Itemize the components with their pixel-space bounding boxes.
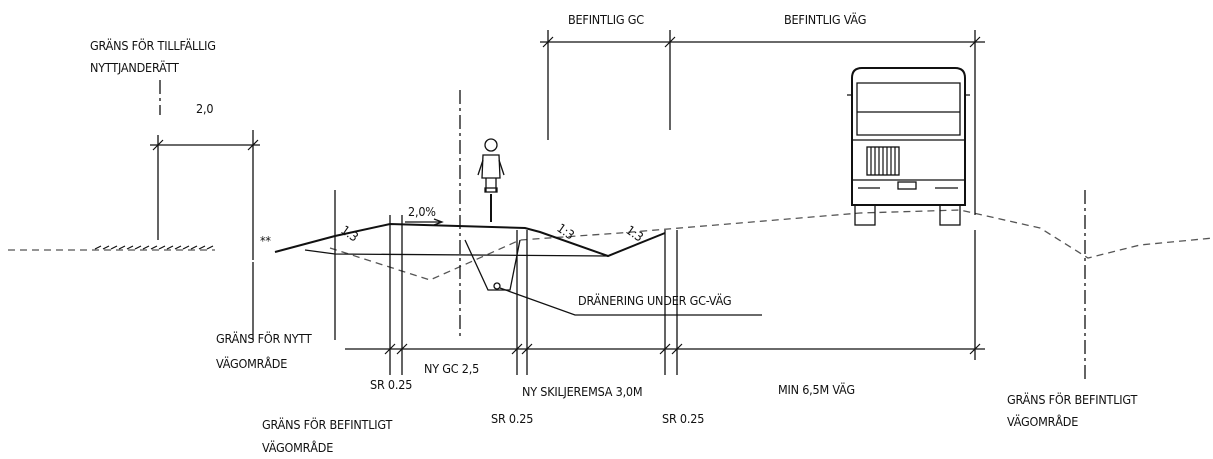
- label-double-star: **: [260, 233, 271, 248]
- label-grans-befintligt-1: GRÄNS FÖR BEFINTLIGT: [262, 416, 392, 432]
- dimension-bottom: [345, 343, 985, 355]
- bus-icon: [847, 67, 970, 226]
- cyclist-icon: [477, 138, 505, 222]
- label-befintlig-vag: BEFINTLIG VÄG: [784, 12, 866, 27]
- label-grans-befintligt-right-1: GRÄNS FÖR BEFINTLIGT: [1007, 391, 1137, 407]
- label-dim-2-0: 2,0: [196, 101, 213, 116]
- boundary-lines: [159, 80, 1086, 380]
- label-ny-gc: NY GC 2,5: [424, 361, 479, 376]
- label-grans-nytt-2: VÄGOMRÅDE: [216, 356, 287, 371]
- label-grans-nytt-1: GRÄNS FÖR NYTT: [216, 330, 312, 346]
- grade-arrow: [405, 218, 444, 226]
- dimension-befintlig: [540, 36, 985, 48]
- label-grans-befintligt-2: VÄGOMRÅDE: [262, 440, 333, 455]
- label-grans-befintligt-right-2: VÄGOMRÅDE: [1007, 414, 1078, 429]
- label-befintlig-gc: BEFINTLIG GC: [568, 12, 644, 27]
- dimension-2-0: [150, 139, 260, 151]
- label-grans-tillfallig-1: GRÄNS FÖR TILLFÄLLIG: [90, 37, 216, 53]
- label-grans-tillfallig-2: NYTTJANDERÄTT: [90, 60, 179, 75]
- label-sr-left: SR 0.25: [370, 377, 412, 392]
- extension-lines: [157, 30, 976, 375]
- label-sr-mid: SR 0.25: [491, 411, 533, 426]
- drainage-trench: [464, 239, 762, 316]
- label-grade: 2,0%: [408, 204, 436, 219]
- existing-ground-line: [8, 209, 1213, 281]
- label-min-vag: MIN 6,5M VÄG: [778, 382, 855, 397]
- label-ny-skiljeremsa: NY SKILJEREMSA 3,0M: [522, 384, 642, 399]
- hatched-ground-marks: [94, 245, 214, 250]
- label-dranering: DRÄNERING UNDER GC-VÄG: [578, 293, 731, 308]
- label-slope-left: 1:3: [338, 222, 361, 244]
- label-sr-right: SR 0.25: [662, 411, 704, 426]
